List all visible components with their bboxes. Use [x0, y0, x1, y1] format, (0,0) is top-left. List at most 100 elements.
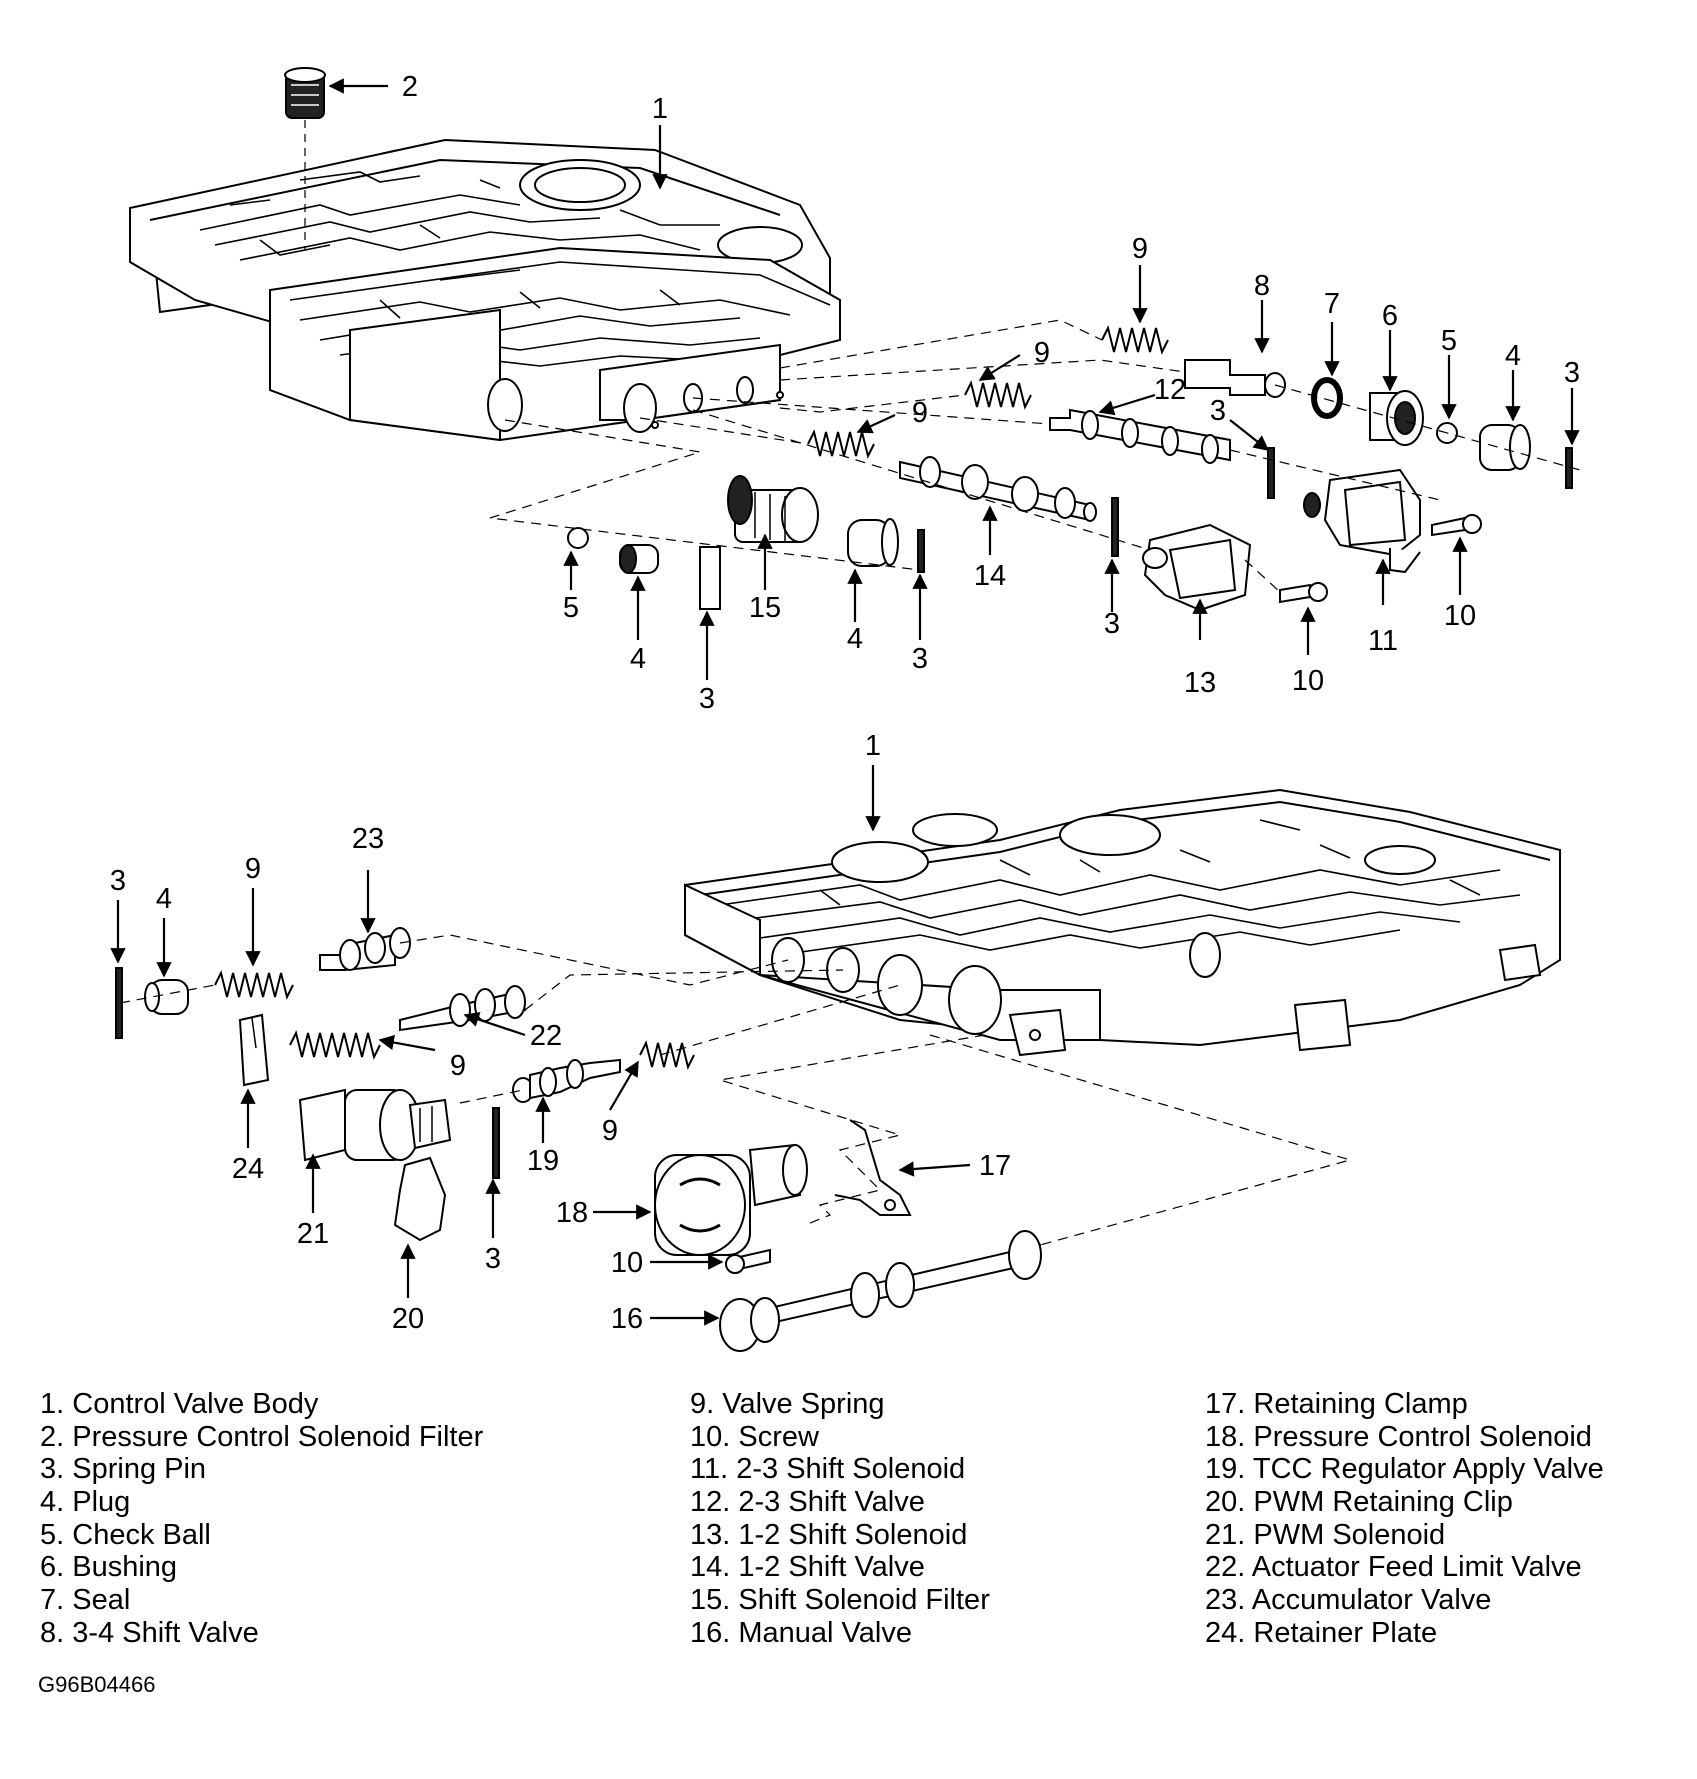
- legend-item: 8. 3-4 Shift Valve: [40, 1616, 259, 1649]
- callout-8: 8: [1254, 270, 1270, 302]
- legend-item: 12. 2-3 Shift Valve: [690, 1486, 925, 1519]
- bottom-guide-lines: [119, 934, 1353, 1246]
- legend-item-label: Pressure Control Solenoid: [1253, 1420, 1592, 1453]
- callout-3: 3: [485, 1243, 501, 1275]
- legend-item-number: 6: [40, 1551, 57, 1584]
- legend-item-number: 7: [40, 1584, 57, 1617]
- legend-item-label: Seal: [72, 1584, 131, 1617]
- legend-item-number: 10: [690, 1420, 723, 1453]
- callout-9: 9: [912, 397, 928, 429]
- legend-item: 1. Control Valve Body: [40, 1388, 319, 1420]
- callout-22: 22: [530, 1020, 562, 1052]
- legend-item-label: Control Valve Body: [72, 1388, 319, 1420]
- callout-13: 13: [1184, 667, 1216, 699]
- callout-4: 4: [156, 883, 172, 915]
- legend-item: 22. Actuator Feed Limit Valve: [1205, 1551, 1582, 1584]
- legend-item-number: 19: [1205, 1453, 1238, 1486]
- legend-item-number: 3: [40, 1453, 57, 1486]
- legend-item: 15. Shift Solenoid Filter: [690, 1584, 990, 1617]
- legend-item: 7. Seal: [40, 1584, 131, 1617]
- legend-item: 11. 2-3 Shift Solenoid: [690, 1453, 966, 1486]
- legend-item-number: 15: [690, 1584, 723, 1617]
- legend-item: 17. Retaining Clamp: [1205, 1388, 1468, 1420]
- legend-item: 14. 1-2 Shift Valve: [690, 1551, 925, 1584]
- legend-item: 18. Pressure Control Solenoid: [1205, 1420, 1592, 1453]
- valve-body-exploded-diagram: 2 1 9 8 7 6 5 4 3 9 12 3 9 5 4 3 15 4 3 …: [110, 67, 1581, 1352]
- legend-item: 19. TCC Regulator Apply Valve: [1205, 1453, 1604, 1486]
- callout-3: 3: [110, 865, 126, 897]
- callout-10: 10: [1444, 600, 1476, 632]
- legend-item-number: 12: [690, 1486, 723, 1519]
- legend-item-number: 17: [1205, 1388, 1238, 1420]
- callout-3: 3: [1210, 395, 1226, 427]
- legend-item-label: Retainer Plate: [1253, 1616, 1438, 1649]
- legend-item-number: 24: [1205, 1616, 1238, 1649]
- callout-5: 5: [1441, 325, 1457, 357]
- callout-6: 6: [1382, 300, 1398, 332]
- legend-item-label: Bushing: [72, 1551, 178, 1584]
- callout-labels: 2 1 9 8 7 6 5 4 3 9 12 3 9 5 4 3 15 4 3 …: [110, 71, 1580, 1335]
- legend-item: 2. Pressure Control Solenoid Filter: [40, 1420, 484, 1453]
- legend-item-number: 13: [690, 1518, 723, 1551]
- callout-12: 12: [1154, 374, 1186, 406]
- callout-14: 14: [974, 560, 1006, 592]
- legend-item-label: Screw: [738, 1420, 819, 1453]
- legend-item-label: TCC Regulator Apply Valve: [1252, 1453, 1604, 1486]
- legend-item-number: 1: [40, 1388, 57, 1420]
- legend-item-number: 11: [690, 1453, 721, 1486]
- callout-4: 4: [630, 643, 646, 675]
- callout-4: 4: [1505, 340, 1521, 372]
- legend-item-label: 1-2 Shift Solenoid: [738, 1518, 968, 1551]
- callout-1: 1: [652, 93, 668, 125]
- callout-9: 9: [1034, 337, 1050, 369]
- spring-icon: [1101, 325, 1169, 355]
- control-valve-body-bottom: [684, 788, 1561, 1057]
- legend-item-label: Valve Spring: [722, 1388, 885, 1420]
- legend-item-number: 23: [1205, 1584, 1238, 1617]
- legend-item-label: Check Ball: [72, 1518, 211, 1551]
- legend-item: 13. 1-2 Shift Solenoid: [690, 1518, 968, 1551]
- legend-item-number: 9: [690, 1388, 707, 1420]
- callout-1: 1: [865, 730, 881, 762]
- legend-item: 3. Spring Pin: [40, 1453, 207, 1486]
- legend-item-number: 18: [1205, 1420, 1238, 1453]
- callout-9: 9: [602, 1115, 618, 1147]
- legend-item: 5. Check Ball: [40, 1518, 211, 1551]
- callout-10: 10: [611, 1247, 643, 1279]
- callout-3: 3: [699, 683, 715, 715]
- legend-item-label: 1-2 Shift Valve: [738, 1551, 925, 1584]
- callout-11: 11: [1368, 625, 1398, 657]
- legend-item-number: 21: [1205, 1518, 1238, 1551]
- legend-item-number: 14: [690, 1551, 723, 1584]
- legend-item-label: Actuator Feed Limit Valve: [1251, 1551, 1582, 1584]
- legend-item: 24. Retainer Plate: [1205, 1616, 1438, 1649]
- legend-item-number: 5: [40, 1518, 57, 1551]
- callout-9: 9: [245, 853, 261, 885]
- legend-item: 6. Bushing: [40, 1551, 178, 1584]
- callout-3: 3: [1104, 608, 1120, 640]
- callout-18: 18: [556, 1197, 588, 1229]
- legend-item: 4. Plug: [40, 1486, 131, 1519]
- pressure-control-solenoid-filter: [284, 67, 326, 119]
- legend-item-number: 16: [690, 1616, 723, 1649]
- callout-23: 23: [352, 823, 384, 855]
- callout-17: 17: [979, 1150, 1011, 1182]
- callout-16: 16: [611, 1303, 643, 1335]
- legend-item-label: PWM Retaining Clip: [1253, 1486, 1513, 1519]
- legend-item-label: 2-3 Shift Valve: [738, 1486, 925, 1519]
- legend-item-label: Retaining Clamp: [1253, 1388, 1468, 1420]
- legend-item-label: Spring Pin: [72, 1453, 207, 1486]
- top-guide-lines: [489, 319, 1581, 593]
- callout-7: 7: [1324, 288, 1340, 320]
- legend-item-label: 3-4 Shift Valve: [72, 1616, 259, 1649]
- callout-4: 4: [847, 623, 863, 655]
- legend-item: 16. Manual Valve: [690, 1616, 912, 1649]
- legend-item-label: Pressure Control Solenoid Filter: [72, 1420, 484, 1453]
- callout-9: 9: [450, 1050, 466, 1082]
- callout-3: 3: [912, 643, 928, 675]
- callout-arrows: [110, 78, 1580, 1326]
- legend-item: 9. Valve Spring: [690, 1388, 885, 1420]
